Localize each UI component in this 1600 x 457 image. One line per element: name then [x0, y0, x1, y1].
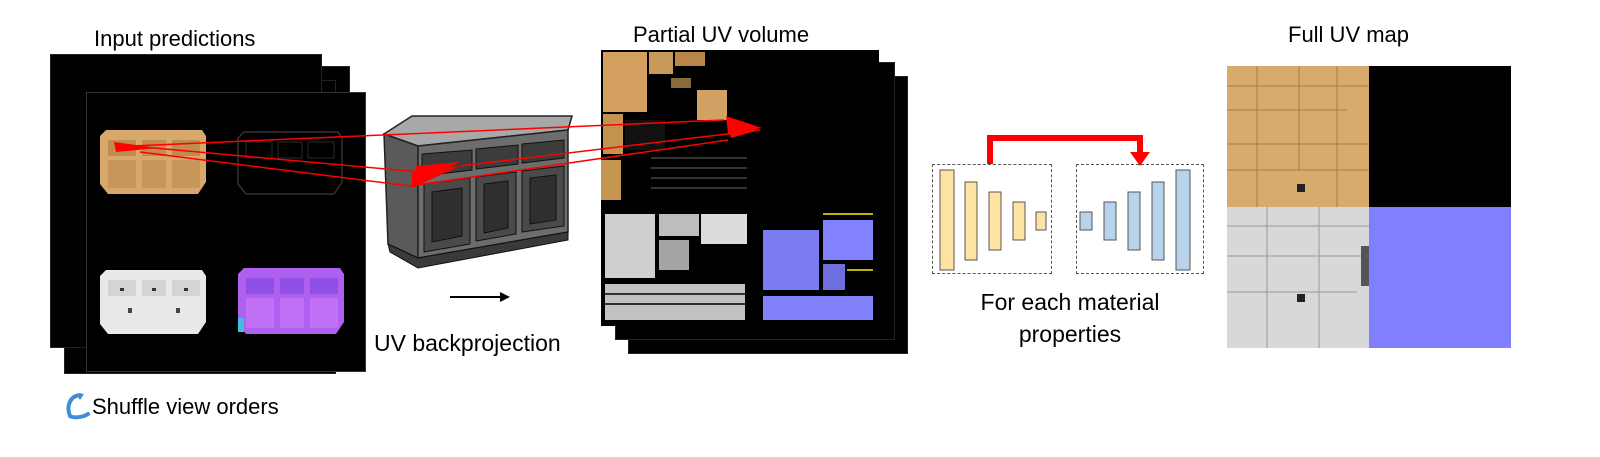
input-predictions-title: Input predictions — [94, 26, 256, 51]
uv-backprojection-label: UV backprojection — [374, 330, 561, 356]
full-uv-map-title: Full UV map — [1288, 22, 1410, 47]
uv-roughness-partial — [601, 210, 751, 324]
network-layers — [939, 135, 1191, 271]
curved-arrow-icon — [66, 393, 90, 420]
encoder-box — [932, 164, 1052, 274]
shuffle-label: Shuffle view orders — [92, 394, 279, 419]
uv-normal-partial — [757, 210, 879, 324]
albedo-render — [100, 130, 206, 194]
normal-render — [238, 268, 344, 334]
right-arrow-icon — [450, 292, 510, 302]
for-each-line2: properties — [1018, 321, 1122, 347]
full-uv-map-image — [1227, 66, 1511, 348]
roughness-render — [100, 270, 206, 334]
partial-uv-volume-title: Partial UV volume — [633, 22, 810, 47]
cabinet-model — [382, 115, 573, 269]
for-each-line1: For each material — [980, 289, 1160, 315]
for-each-material-label: For each material properties — [940, 286, 1200, 350]
